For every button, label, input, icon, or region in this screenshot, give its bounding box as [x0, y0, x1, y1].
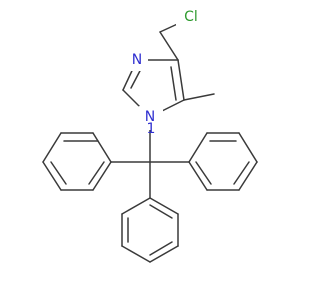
bond-layer — [42, 20, 258, 263]
nitrogen-3-label-background — [126, 49, 148, 71]
nitrogen-1-atom-label: N — [145, 109, 155, 125]
right-phenyl-ring — [188, 132, 258, 191]
nitrogen-3-atom-label: N — [132, 52, 142, 68]
bond-c5-methyl — [183, 93, 215, 101]
bottom-phenyl-ring — [121, 197, 179, 263]
bond-c4-c5 — [177, 59, 185, 101]
bond-c4-c5-double — [170, 66, 177, 101]
chemical-structure-diagram: Cl N N 1 — [42, 6, 258, 263]
chlorine-label-background — [176, 6, 206, 28]
chlorine-atom-label: Cl — [184, 9, 198, 25]
bond-c4-ch2 — [159, 31, 179, 61]
nitrogen-1-label-background — [137, 106, 163, 130]
nitrogen-1-locant-label: 1 — [147, 121, 156, 137]
atom-label-layer: Cl N N 1 — [126, 6, 206, 137]
left-phenyl-ring — [42, 132, 112, 191]
